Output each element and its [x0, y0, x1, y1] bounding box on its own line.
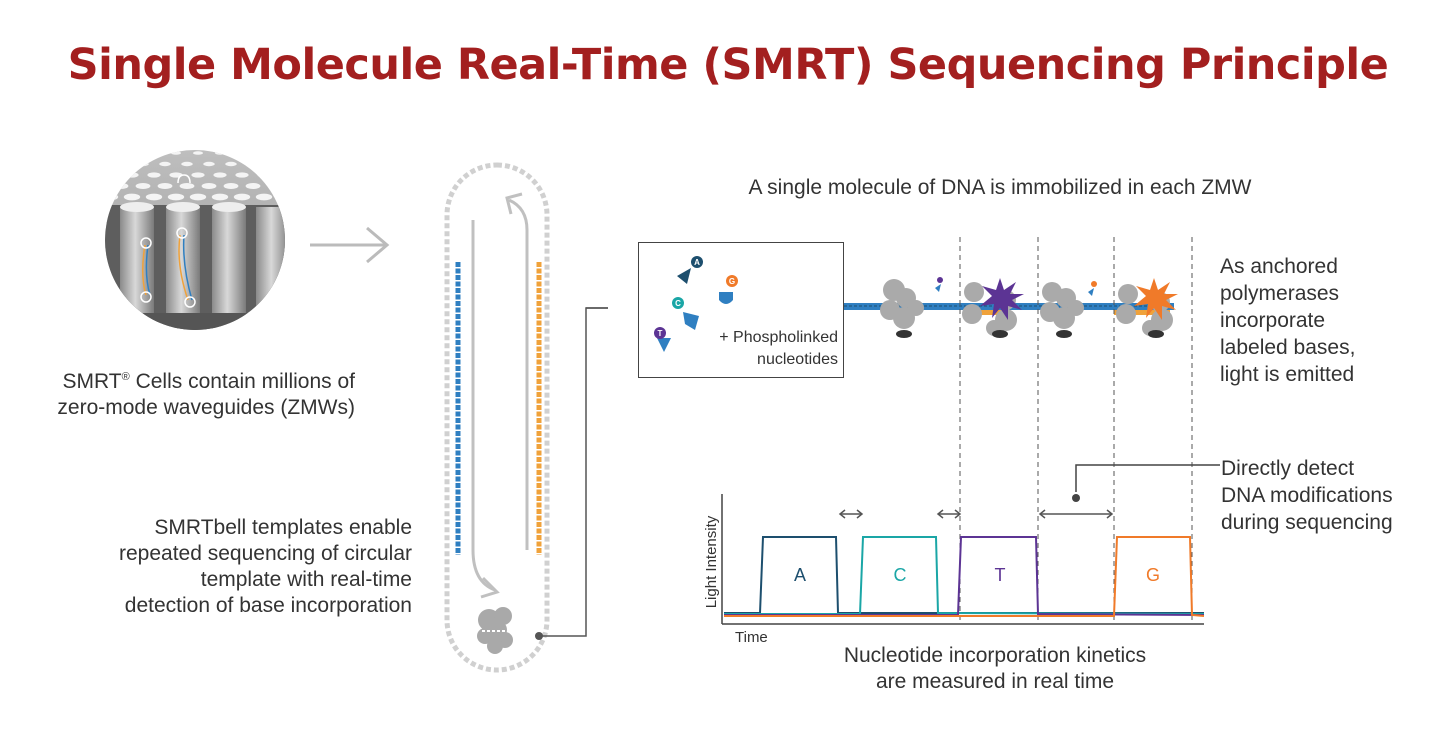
zmw-hole	[257, 172, 271, 178]
arrow-right-icon	[310, 226, 390, 264]
polymerase-strip	[844, 277, 1178, 338]
nucleotide-label-g: G	[729, 277, 735, 286]
trace-y-label: Light Intensity	[703, 515, 720, 608]
interpulse-arrows	[838, 509, 1114, 519]
zmw-hole	[105, 193, 119, 201]
polymerase-icon-1	[880, 279, 924, 329]
zmw-hole	[203, 161, 215, 167]
zmw-hole	[279, 172, 285, 178]
polymerase-icon	[477, 607, 513, 654]
zmw-hole	[215, 151, 225, 155]
zmw-hole	[113, 183, 129, 189]
zmw-header: A single molecule of DNA is immobilized …	[748, 176, 1252, 199]
page-title: Single Molecule Real-Time (SMRT) Sequenc…	[67, 40, 1389, 90]
smrtbell-caption: SMRTbell templates enable repeated seque…	[118, 516, 412, 617]
nucleotide-label-c: C	[675, 299, 681, 308]
zmw-hole	[277, 193, 285, 201]
detect-caption: Directly detect DNA modifications during…	[1221, 457, 1393, 534]
trace-base-t: T	[995, 565, 1006, 585]
zmw-hole	[145, 193, 163, 201]
zmw-hole	[189, 193, 207, 201]
trace-x-label: Time	[735, 629, 768, 646]
zmw-hole	[115, 161, 127, 167]
zmw-hole	[245, 183, 261, 189]
zmw-hole	[137, 161, 149, 167]
zmw-hole	[171, 151, 181, 155]
zmw-hole	[157, 183, 173, 189]
zmw-hole	[159, 161, 171, 167]
zmw-hole	[267, 183, 283, 189]
light-intensity-trace: Light Intensity Time A C T G	[703, 237, 1220, 646]
smrt-cell-caption: SMRT® Cells contain millions of zero-mod…	[57, 370, 355, 419]
zmw-hole	[191, 172, 205, 178]
zmw-hole	[255, 193, 273, 201]
zmw-hole	[223, 183, 239, 189]
nucleotide-label-t: T	[658, 329, 663, 338]
nucleotide-icons: A G C T	[654, 256, 738, 352]
zmw-hole	[201, 183, 217, 189]
zmw-hole	[127, 151, 137, 155]
zmw-hole	[281, 151, 285, 155]
connector-line	[540, 307, 608, 637]
zmw-hole	[235, 172, 249, 178]
polymerase-icon-3	[1040, 282, 1084, 329]
nucleotide-label-a: A	[694, 258, 700, 267]
smrtbell-loop-diagram	[444, 162, 550, 673]
trace-base-c: C	[894, 565, 907, 585]
zmw-hole	[105, 172, 117, 178]
zmw-hole	[147, 172, 161, 178]
zmw-hole	[135, 183, 151, 189]
zmw-hole	[225, 161, 237, 167]
trace-base-g: G	[1146, 565, 1160, 585]
zmw-hole	[125, 172, 139, 178]
zmw-hole	[193, 151, 203, 155]
zmw-hole	[247, 161, 259, 167]
trace-caption: Nucleotide incorporation kinetics are me…	[843, 644, 1147, 693]
nucleotide-box	[638, 242, 844, 378]
trace-base-a: A	[794, 565, 806, 585]
nucleotide-box-caption: + Phospholinked nucleotides	[719, 329, 838, 368]
zmw-hole	[149, 151, 159, 155]
zmw-hole	[211, 193, 229, 201]
zmw-hole	[181, 161, 193, 167]
zmw-hole	[123, 193, 141, 201]
zmw-hole	[105, 151, 115, 155]
zmw-hole	[179, 183, 195, 189]
anchored-caption: As anchored polymerases incorporate labe…	[1220, 255, 1356, 386]
zmw-hole	[269, 161, 281, 167]
zmw-hole	[233, 193, 251, 201]
zmw-hole	[213, 172, 227, 178]
smrt-cell-illustration	[105, 150, 285, 330]
zmw-hole	[259, 151, 269, 155]
zmw-hole	[167, 193, 185, 201]
zmw-hole	[237, 151, 247, 155]
